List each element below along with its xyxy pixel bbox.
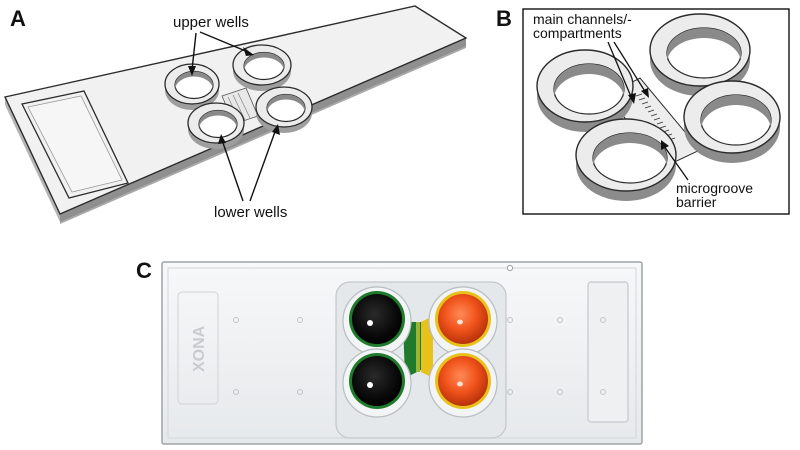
well-c-upper-right — [428, 286, 498, 356]
panel-a: A — [3, 5, 468, 224]
microgroove-label-line2: barrier — [676, 194, 717, 210]
well-c-upper-left — [342, 286, 412, 356]
well-c-lower-left — [342, 348, 412, 418]
device-b — [536, 13, 781, 201]
device-emboss-text: XONA — [191, 325, 208, 372]
frosted-area — [587, 281, 629, 423]
microgroove-lines — [635, 93, 676, 141]
arrow-microgroove — [663, 145, 689, 181]
slide-notch — [506, 264, 514, 272]
lower-wells-label: lower wells — [214, 204, 287, 221]
microgroove-label-line1: microgroove — [676, 180, 753, 196]
well-lower-right — [255, 86, 313, 133]
arrow-lower-right — [249, 128, 277, 202]
channels-label-line1: main channels/- — [533, 11, 632, 27]
label-window — [21, 90, 129, 199]
arrowhead — [628, 93, 636, 104]
arrowhead — [243, 47, 254, 56]
label-backdrop — [531, 12, 647, 42]
arrow-lower-left — [221, 139, 244, 202]
device-a — [164, 44, 313, 149]
upper-wells-label: upper wells — [173, 14, 249, 31]
slide-holes — [233, 317, 606, 395]
well-b-upper-left — [536, 49, 634, 132]
well-lower-left — [187, 102, 245, 149]
well-upper-right — [232, 44, 292, 91]
channel-line — [232, 94, 246, 121]
yellow-channel — [421, 316, 433, 378]
well-b-upper-right — [649, 13, 751, 96]
arrow-channel-2 — [613, 41, 647, 94]
well-b-lower-left — [575, 118, 677, 201]
channel-interface — [416, 322, 420, 372]
label-window-inner — [27, 95, 123, 193]
arrowhead — [188, 66, 196, 76]
panel-b: B — [496, 6, 790, 215]
arrowhead — [661, 140, 669, 150]
well-c-lower-right — [428, 348, 498, 418]
slide-edge-front — [60, 38, 466, 222]
channel-line — [237, 92, 251, 119]
arrow-channel-1 — [607, 41, 633, 100]
arrowhead — [641, 88, 649, 98]
panel-c-letter: C — [136, 258, 152, 283]
panel-c: C XONA — [136, 258, 643, 445]
panel-a-letter: A — [10, 6, 26, 31]
channels-label-line2: compartments — [533, 25, 622, 41]
arrowhead — [272, 124, 280, 135]
well-b-lower-right — [683, 80, 781, 163]
emboss-frame — [177, 291, 219, 405]
slide-edge-left — [5, 97, 60, 222]
arrow-upper-right — [199, 31, 249, 53]
arrow-upper-left — [191, 32, 197, 71]
arrowhead — [218, 134, 226, 144]
panel-b-letter: B — [496, 6, 512, 31]
